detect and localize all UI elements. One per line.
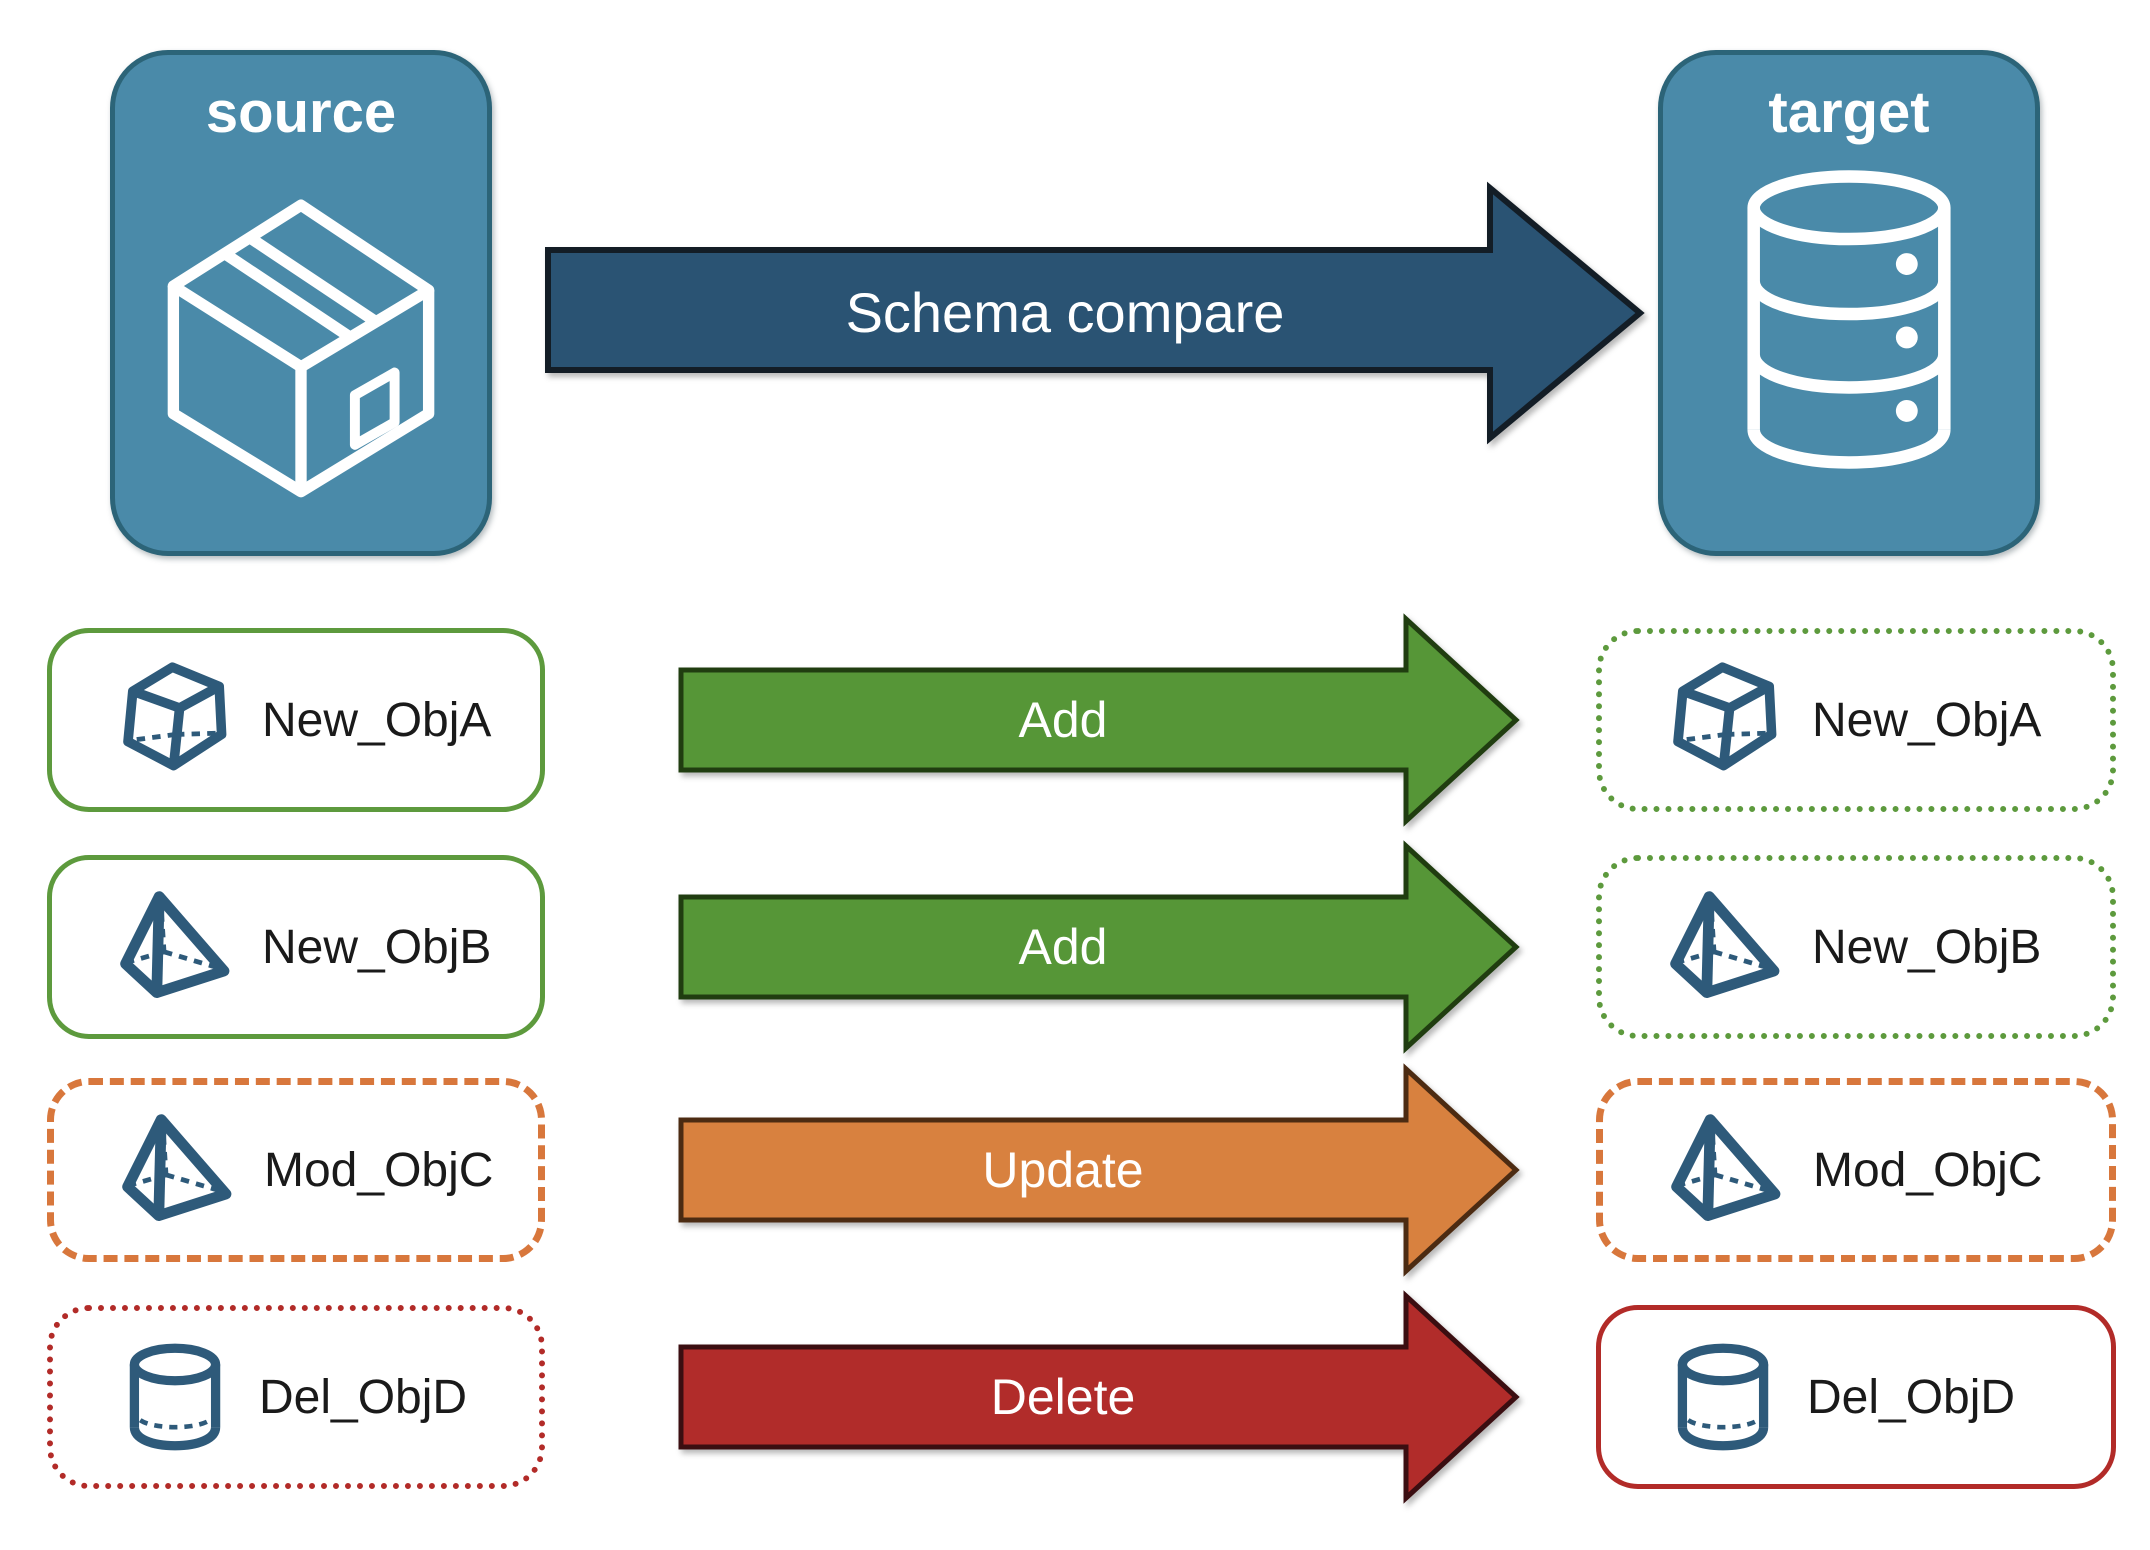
schema-compare-arrow: Schema compare: [545, 181, 1645, 445]
object-label: Del_ObjD: [259, 1370, 468, 1424]
source-object-box-new-objb: New_ObjB: [47, 855, 545, 1039]
target-object-box-new-obja: New_ObjA: [1596, 628, 2116, 812]
update-arrow: Update: [678, 1063, 1520, 1277]
delete-arrow-shape: [678, 1290, 1520, 1504]
add-arrow-shape: [678, 613, 1520, 827]
object-label: New_ObjA: [262, 693, 492, 747]
target-node: target: [1658, 50, 2040, 556]
cube-icon: [1673, 662, 1777, 771]
cylinder-icon: [1677, 1343, 1769, 1451]
object-label: New_ObjB: [262, 920, 492, 974]
source-node-title: source: [205, 80, 397, 145]
target-object-box-mod-objc: Mod_ObjC: [1596, 1078, 2116, 1262]
pyramid-icon: [1670, 891, 1780, 998]
database-icon: [1747, 170, 1951, 469]
target-node-title: target: [1768, 80, 1930, 145]
target-object-box-new-objb: New_ObjB: [1596, 855, 2116, 1039]
object-label: Mod_ObjC: [1813, 1143, 2043, 1197]
object-label: Mod_ObjC: [264, 1143, 494, 1197]
add-arrow-shape: [678, 840, 1520, 1054]
cube-icon: [123, 662, 227, 771]
pyramid-icon: [120, 891, 230, 998]
object-label: New_ObjA: [1812, 693, 2042, 747]
pyramid-icon: [1671, 1114, 1781, 1221]
source-object-box-mod-objc: Mod_ObjC: [47, 1078, 545, 1262]
add-arrow-label: Add: [1019, 919, 1108, 975]
object-label: Del_ObjD: [1807, 1370, 2016, 1424]
update-arrow-label: Update: [982, 1142, 1143, 1198]
schema-compare-label: Schema compare: [846, 281, 1285, 344]
cylinder-icon: [129, 1343, 221, 1451]
schema-compare-arrow-shape: [545, 181, 1645, 445]
source-node: source: [110, 50, 492, 556]
update-arrow-shape: [678, 1063, 1520, 1277]
add-arrow-label: Add: [1019, 692, 1108, 748]
add-arrow-row1: Add: [678, 613, 1520, 827]
target-object-box-del-objd: Del_ObjD: [1596, 1305, 2116, 1489]
pyramid-icon: [122, 1114, 232, 1221]
package-box-icon: [167, 199, 435, 498]
source-object-box-del-objd: Del_ObjD: [47, 1305, 545, 1489]
source-object-box-new-obja: New_ObjA: [47, 628, 545, 812]
add-arrow-row2: Add: [678, 840, 1520, 1054]
delete-arrow: Delete: [678, 1290, 1520, 1504]
object-label: New_ObjB: [1812, 920, 2042, 974]
delete-arrow-label: Delete: [991, 1369, 1136, 1425]
